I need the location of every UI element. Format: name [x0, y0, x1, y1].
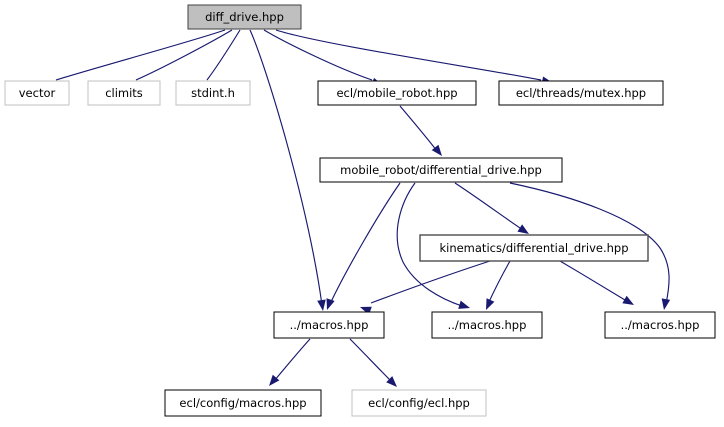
node-label: ecl/config/macros.hpp	[179, 396, 306, 410]
node-box[interactable]	[87, 80, 161, 106]
node-box[interactable]	[498, 80, 664, 106]
arrowhead-icon	[622, 295, 634, 305]
node-label: stdint.h	[191, 86, 235, 100]
graph-edge	[55, 29, 226, 81]
graph-node-macros3[interactable]: ../macros.hpp	[604, 311, 716, 339]
node-label: ../macros.hpp	[290, 318, 369, 332]
graph-node-mobile_robot[interactable]: ecl/mobile_robot.hpp	[317, 80, 477, 106]
graph-node-climits[interactable]: climits	[87, 80, 161, 106]
graph-node-mr_diff[interactable]: mobile_robot/differential_drive.hpp	[319, 157, 563, 183]
node-label: vector	[19, 86, 56, 100]
node-label: ../macros.hpp	[621, 318, 700, 332]
arrowhead-icon	[517, 224, 529, 234]
arrowhead-icon	[486, 298, 495, 310]
graph-edge	[487, 260, 511, 305]
graph-node-macros2[interactable]: ../macros.hpp	[431, 311, 543, 339]
graph-edge	[249, 29, 323, 306]
graph-edge	[206, 29, 241, 81]
node-label: diff_drive.hpp	[205, 10, 284, 24]
arrowhead-icon	[269, 374, 280, 386]
node-label: ecl/threads/mutex.hpp	[516, 86, 646, 100]
arrowhead-icon	[661, 298, 671, 310]
node-label: climits	[105, 86, 143, 100]
graph-edge	[454, 182, 524, 231]
graph-edge	[349, 338, 393, 383]
arrowhead-icon	[431, 144, 442, 156]
node-label: ecl/config/ecl.hpp	[368, 396, 470, 410]
graph-edge	[559, 260, 626, 301]
graph-node-stdint[interactable]: stdint.h	[175, 80, 251, 106]
node-label: kinematics/differential_drive.hpp	[439, 241, 628, 255]
graph-edge	[273, 338, 311, 382]
arrowhead-icon	[458, 300, 470, 309]
node-box[interactable]	[431, 311, 543, 339]
graph-edge	[329, 182, 401, 305]
graph-node-macros1[interactable]: ../macros.hpp	[273, 311, 385, 339]
arrowhead-icon	[326, 298, 335, 310]
node-box[interactable]	[604, 311, 716, 339]
node-label: ../macros.hpp	[448, 318, 527, 332]
node-box[interactable]	[175, 80, 251, 106]
node-box[interactable]	[164, 389, 322, 417]
graph-edge	[263, 29, 373, 81]
graph-node-config_macros[interactable]: ecl/config/macros.hpp	[164, 389, 322, 417]
node-box[interactable]	[351, 389, 487, 417]
graph-edge	[399, 105, 438, 152]
arrowhead-icon	[317, 299, 326, 311]
node-label: ecl/mobile_robot.hpp	[336, 86, 457, 100]
graph-edge	[370, 260, 491, 304]
graph-edge	[275, 29, 542, 81]
node-box[interactable]	[4, 80, 70, 106]
node-box[interactable]	[273, 311, 385, 339]
graph-node-config_ecl[interactable]: ecl/config/ecl.hpp	[351, 389, 487, 417]
graph-node-vector[interactable]: vector	[4, 80, 70, 106]
graph-edge	[396, 182, 463, 307]
graph-node-mutex[interactable]: ecl/threads/mutex.hpp	[498, 80, 664, 106]
graph-edge	[135, 29, 233, 81]
arrowhead-icon	[386, 376, 397, 387]
node-label: mobile_robot/differential_drive.hpp	[340, 163, 542, 177]
graph-node-diff_drive[interactable]: diff_drive.hpp	[187, 4, 302, 30]
node-box[interactable]	[187, 4, 302, 30]
node-box[interactable]	[419, 234, 649, 262]
node-box[interactable]	[319, 157, 563, 183]
graph-node-kin_diff[interactable]: kinematics/differential_drive.hpp	[419, 234, 649, 262]
node-box[interactable]	[317, 80, 477, 106]
